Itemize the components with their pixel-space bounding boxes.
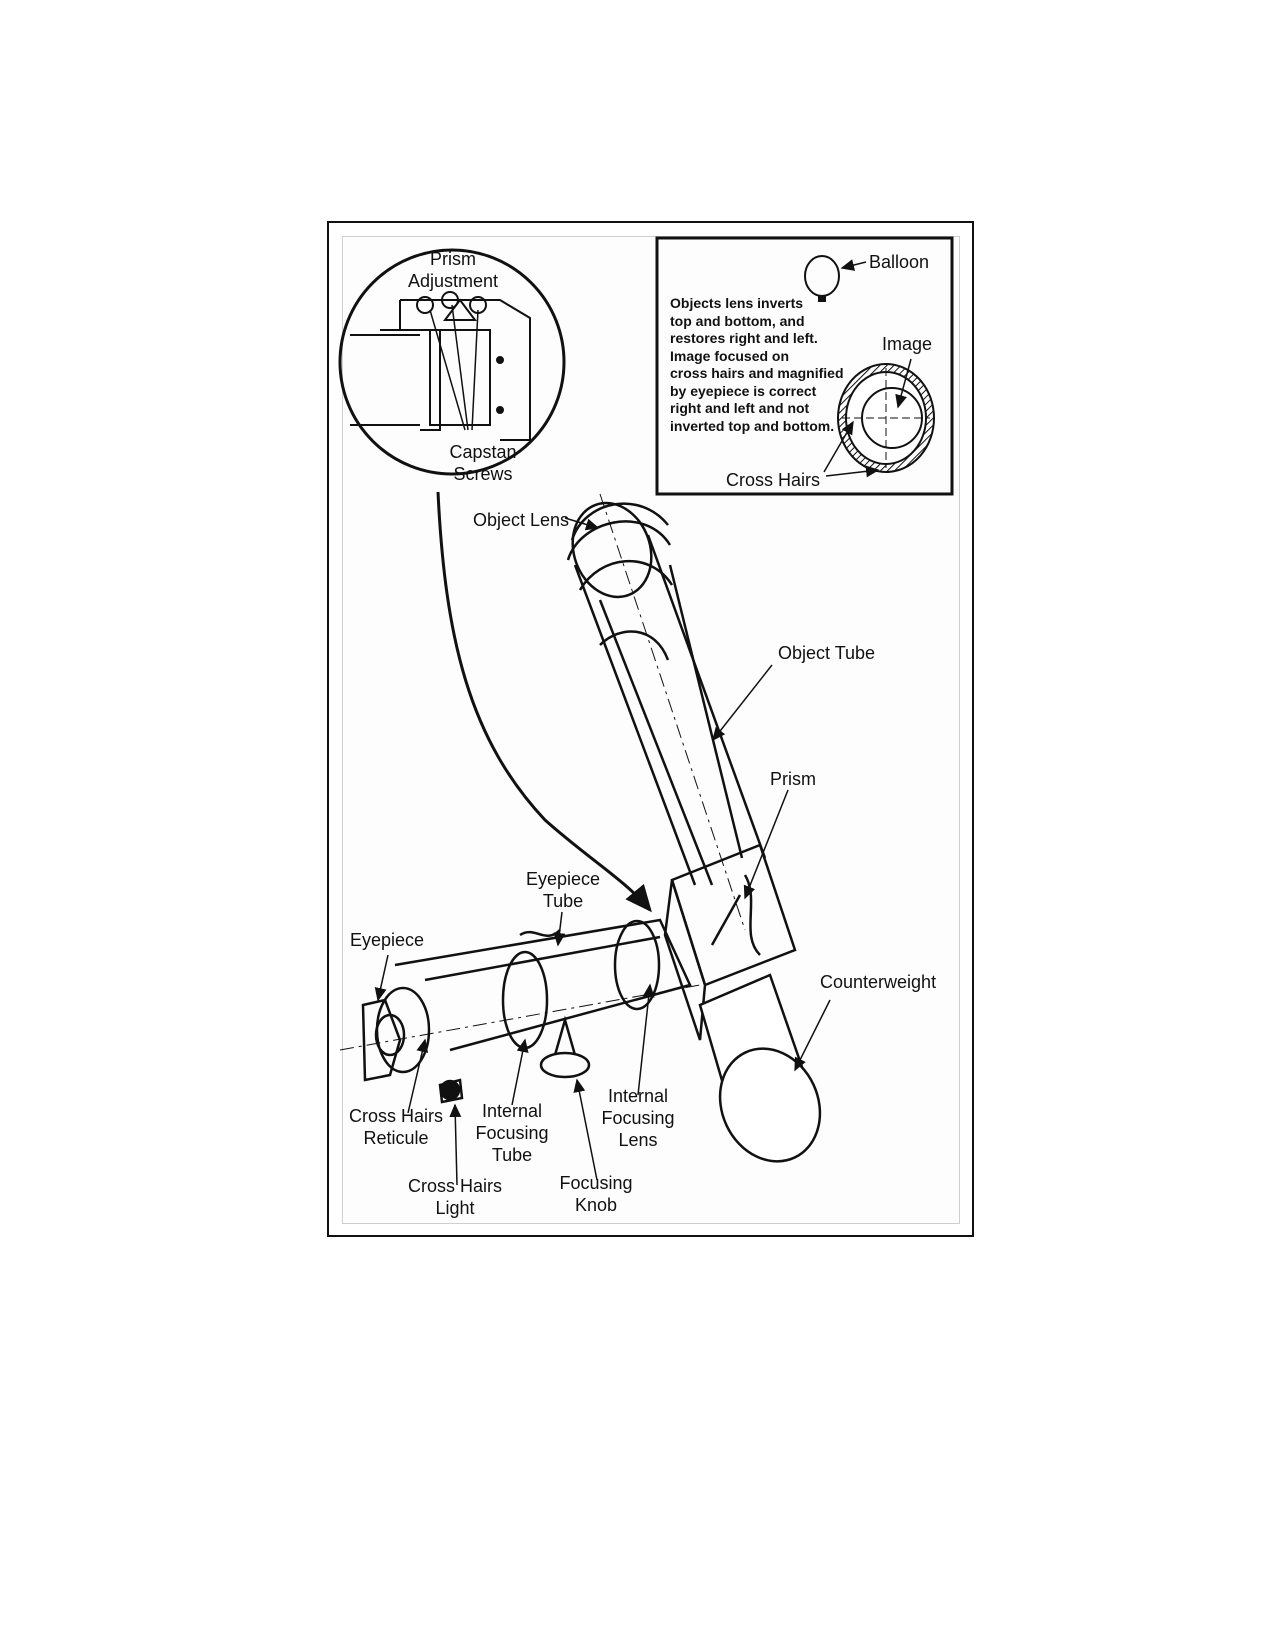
label-cross-hairs-light: Cross Hairs Light (407, 1176, 502, 1218)
label-focusing-knob: Focusing Knob (559, 1173, 633, 1215)
inset-note: Objects lens inverts top and bottom, and… (670, 295, 844, 434)
label-internal-focusing-lens: Internal Focusing Lens (601, 1086, 675, 1150)
label-counterweight: Counterweight (820, 972, 937, 992)
balloon-shape (804, 255, 840, 297)
counterweight-shape (698, 973, 822, 1163)
label-capstan-screws: Capstan Screws (449, 442, 517, 484)
label-balloon: Balloon (869, 252, 930, 272)
label-internal-focusing-tube: Internal Focusing Tube (475, 1101, 549, 1165)
object-tube (566, 493, 767, 931)
label-eyepiece: Eyepiece (350, 930, 425, 950)
prism-housing (663, 843, 797, 1041)
label-eyepiece-tube: Eyepiece Tube (525, 869, 601, 911)
eyepiece-tube (339, 918, 701, 1104)
label-image: Image (882, 334, 933, 354)
image-inset (655, 236, 954, 496)
prism-adjustment-inset (338, 248, 566, 476)
label-object-lens: Object Lens (473, 510, 570, 530)
label-prism-adjustment: Prism Adjustment (407, 249, 499, 291)
label-prism: Prism (770, 769, 816, 789)
label-object-tube: Object Tube (778, 643, 876, 663)
label-arrows (374, 517, 831, 1186)
label-cross-hairs: Cross Hairs (726, 470, 821, 490)
label-cross-hairs-reticule: Cross Hairs Reticule (348, 1106, 443, 1148)
